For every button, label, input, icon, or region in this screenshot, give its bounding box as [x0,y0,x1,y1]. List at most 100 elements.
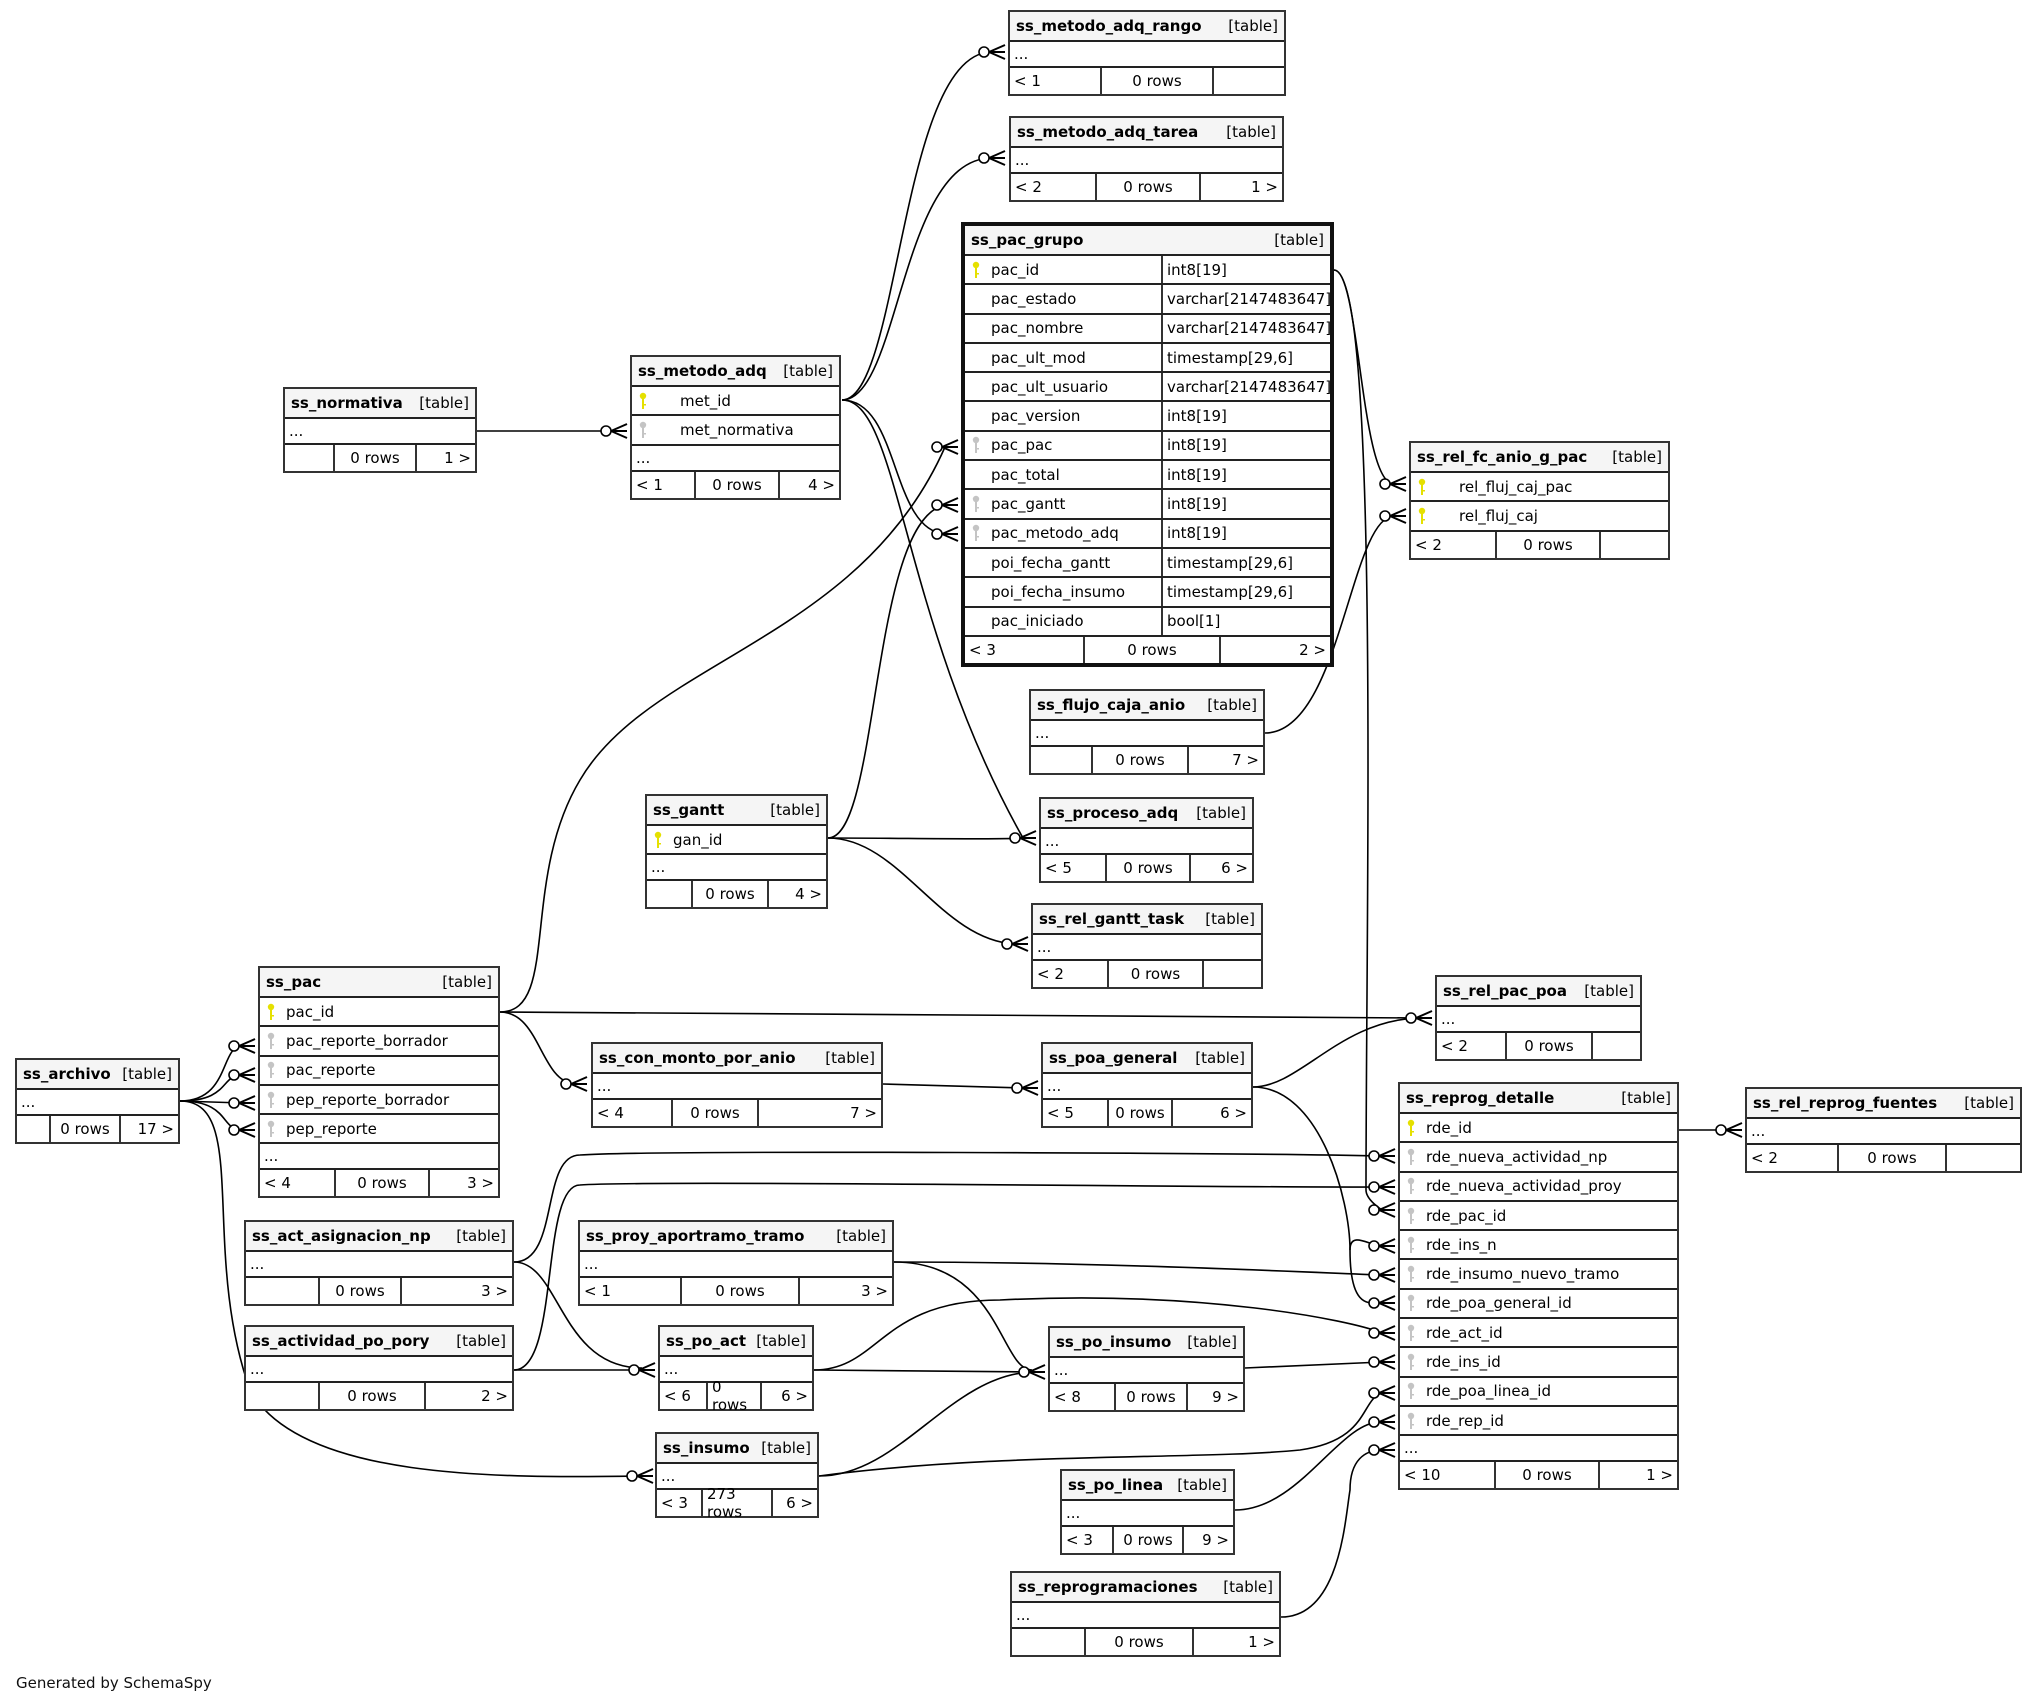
parents-link[interactable]: < 5 [1045,859,1072,877]
parents-link[interactable] [246,1383,318,1409]
parents-link[interactable]: < 5 [1047,1104,1074,1122]
parents-link[interactable]: < 1 [584,1282,611,1300]
table-name[interactable]: ss_actividad_po_pory [252,1332,430,1350]
children-link[interactable]: 7 > [1232,751,1259,769]
table-ss-rel-pac-poa[interactable]: ss_rel_pac_poa [table]... < 2 0 rows [1435,975,1642,1061]
table-ss-metodo-adq-tarea[interactable]: ss_metodo_adq_tarea [table]... < 2 0 row… [1009,116,1284,202]
table-name[interactable]: ss_flujo_caja_anio [1037,696,1186,714]
column-row[interactable]: pac_gantt int8[19] [965,490,1330,520]
more-columns-ellipsis[interactable]: ... [1012,1603,1279,1629]
column-row[interactable]: pac_metodo_adq int8[19] [965,519,1330,549]
children-link[interactable] [1214,68,1284,94]
table-name[interactable]: ss_gantt [653,801,725,819]
table-name[interactable]: ss_pac [266,973,322,991]
table-header[interactable]: ss_act_asignacion_np [table] [246,1222,512,1252]
column-row[interactable]: rde_nueva_actividad_proy [1400,1173,1677,1202]
more-columns-ellipsis[interactable]: ... [1041,829,1252,855]
parents-link[interactable]: < 8 [1054,1388,1081,1406]
parents-link[interactable]: < 1 [636,475,663,494]
table-ss-metodo-adq-rango[interactable]: ss_metodo_adq_rango [table]... < 1 0 row… [1008,10,1286,96]
table-name[interactable]: ss_po_insumo [1056,1333,1172,1351]
more-columns-ellipsis[interactable]: ... [580,1252,892,1278]
children-link[interactable]: 17 > [137,1120,174,1138]
children-link[interactable]: 9 > [1202,1531,1229,1549]
children-link[interactable]: 1 > [1646,1466,1673,1485]
table-ss-act-asignacion-np[interactable]: ss_act_asignacion_np [table]... 0 rows 3… [244,1220,514,1306]
table-ss-proy-aportramo-tramo[interactable]: ss_proy_aportramo_tramo [table]... < 1 0… [578,1220,894,1306]
table-ss-insumo[interactable]: ss_insumo [table]... < 3 273 rows 6 > [655,1432,819,1521]
column-row[interactable]: pac_iniciado bool[1] [965,607,1330,637]
table-name[interactable]: ss_rel_gantt_task [1039,910,1185,928]
table-name[interactable]: ss_reprogramaciones [1018,1578,1198,1596]
column-row[interactable]: pac_id int8[19] [965,256,1330,286]
table-header[interactable]: ss_proceso_adq [table] [1041,799,1252,829]
table-name[interactable]: ss_archivo [23,1065,111,1083]
parents-link[interactable]: < 2 [1037,965,1064,983]
children-link[interactable]: 6 > [1221,859,1248,877]
column-row[interactable]: pac_estado varchar[2147483647] [965,285,1331,315]
more-columns-ellipsis[interactable]: ... [1400,1436,1677,1463]
children-link[interactable] [1947,1145,2020,1171]
column-row[interactable]: rel_fluj_caj_pac [1411,473,1668,503]
more-columns-ellipsis[interactable]: ... [657,1464,817,1490]
parents-link[interactable]: < 3 [661,1494,688,1512]
parents-link[interactable]: < 4 [597,1104,624,1122]
table-name[interactable]: ss_normativa [291,394,403,412]
table-ss-rel-fc-anio-g-pac[interactable]: ss_rel_fc_anio_g_pac [table] rel_fluj_ca… [1409,441,1670,560]
column-row[interactable]: pac_reporte [260,1057,498,1086]
column-row[interactable]: rel_fluj_caj [1411,502,1668,532]
table-ss-normativa[interactable]: ss_normativa [table]... 0 rows 1 > [283,387,477,473]
table-ss-rel-reprog-fuentes[interactable]: ss_rel_reprog_fuentes [table]... < 2 0 r… [1745,1087,2022,1173]
children-link[interactable] [1204,961,1261,987]
more-columns-ellipsis[interactable]: ... [1010,42,1284,68]
table-header[interactable]: ss_archivo [table] [17,1060,178,1090]
more-columns-ellipsis[interactable]: ... [593,1074,881,1100]
parents-link[interactable] [17,1116,49,1142]
children-link[interactable]: 1 > [1251,178,1278,196]
children-link[interactable]: 3 > [481,1282,508,1300]
column-row[interactable]: rde_ins_id [1400,1348,1677,1378]
parents-link[interactable]: < 2 [1015,178,1042,196]
column-row[interactable]: met_normativa [632,416,839,446]
children-link[interactable]: 4 > [795,885,822,904]
table-ss-actividad-po-pory[interactable]: ss_actividad_po_pory [table]... 0 rows 2… [244,1325,514,1411]
children-link[interactable]: 1 > [444,449,471,467]
column-row[interactable]: rde_poa_linea_id [1400,1378,1677,1407]
table-header[interactable]: ss_actividad_po_pory [table] [246,1327,512,1357]
table-ss-pac[interactable]: ss_pac [table] pac_id pac_reporte_borrad… [258,966,500,1199]
table-header[interactable]: ss_po_linea [table] [1062,1471,1233,1501]
table-name[interactable]: ss_insumo [663,1439,750,1457]
table-header[interactable]: ss_proy_aportramo_tramo [table] [580,1222,892,1252]
column-row[interactable]: pac_ult_usuario varchar[2147483647] [965,373,1331,403]
table-name[interactable]: ss_po_linea [1068,1476,1164,1494]
table-header[interactable]: ss_insumo [table] [657,1434,817,1464]
more-columns-ellipsis[interactable]: ... [246,1357,512,1383]
table-header[interactable]: ss_metodo_adq_tarea [table] [1011,118,1282,148]
more-columns-ellipsis[interactable]: ... [285,419,475,445]
column-row[interactable]: rde_pac_id [1400,1202,1677,1232]
column-row[interactable]: pac_reporte_borrador [260,1027,498,1057]
column-row[interactable]: rde_rep_id [1400,1407,1677,1437]
table-ss-po-linea[interactable]: ss_po_linea [table]... < 3 0 rows 9 > [1060,1469,1235,1555]
children-link[interactable]: 3 > [467,1174,494,1193]
parents-link[interactable]: < 2 [1441,1037,1468,1055]
more-columns-ellipsis[interactable]: ... [1437,1007,1640,1033]
parents-link[interactable]: < 3 [969,640,996,659]
column-row[interactable]: pac_ult_mod timestamp[29,6] [965,343,1330,374]
parents-link[interactable] [647,881,691,907]
column-row[interactable]: gan_id [647,826,826,856]
parents-link[interactable]: < 2 [1751,1149,1778,1167]
children-link[interactable]: 2 > [1299,640,1326,659]
table-header[interactable]: ss_rel_pac_poa [table] [1437,977,1640,1007]
table-name[interactable]: ss_metodo_adq_rango [1016,17,1202,35]
table-ss-proceso-adq[interactable]: ss_proceso_adq [table]... < 5 0 rows 6 > [1039,797,1254,883]
table-ss-reprog-detalle[interactable]: ss_reprog_detalle [table] rde_id rde_nue… [1398,1082,1679,1491]
column-row[interactable]: pep_reporte_borrador [260,1086,498,1116]
children-link[interactable]: 2 > [481,1387,508,1405]
table-ss-po-act[interactable]: ss_po_act [table]... < 6 0 rows 6 > [658,1325,814,1414]
table-header[interactable]: ss_metodo_adq_rango [table] [1010,12,1284,42]
parents-link[interactable]: < 10 [1404,1466,1441,1485]
table-ss-flujo-caja-anio[interactable]: ss_flujo_caja_anio [table]... 0 rows 7 > [1029,689,1265,775]
parents-link[interactable] [285,445,333,471]
table-header[interactable]: ss_rel_fc_anio_g_pac [table] [1411,443,1668,473]
